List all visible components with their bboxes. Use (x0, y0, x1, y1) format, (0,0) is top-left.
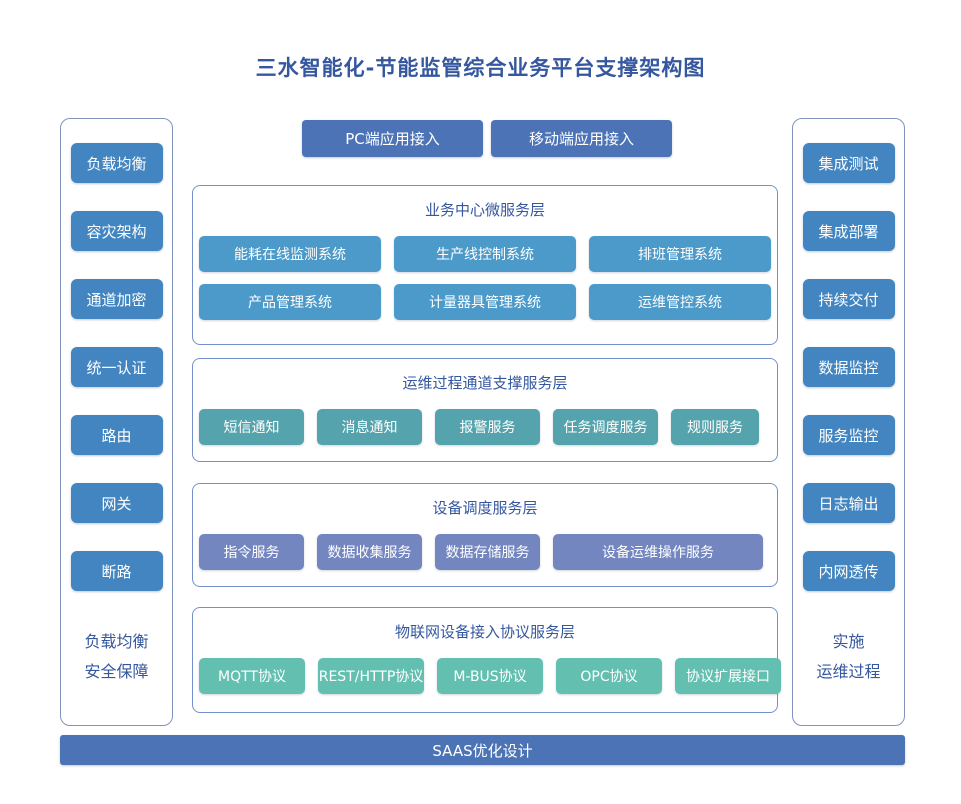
service-node[interactable]: 能耗在线监测系统 (199, 236, 381, 272)
left-panel-button[interactable]: 断路 (70, 551, 163, 591)
left-support-panel: 负载均衡容灾架构通道加密统一认证路由网关断路 负载均衡 安全保障 (60, 118, 173, 726)
layer-title: 物联网设备接入协议服务层 (394, 623, 575, 641)
right-panel-button[interactable]: 数据监控 (802, 347, 895, 387)
layer-business-microservices: 业务中心微服务层 能耗在线监测系统生产线控制系统排班管理系统 产品管理系统计量器… (192, 185, 778, 345)
right-panel-button[interactable]: 服务监控 (802, 415, 895, 455)
left-caption-line: 安全保障 (84, 662, 149, 681)
layer-row: 能耗在线监测系统生产线控制系统排班管理系统 (199, 236, 777, 272)
service-node[interactable]: 计量器具管理系统 (394, 284, 576, 320)
right-support-panel: 集成测试集成部署持续交付数据监控服务监控日志输出内网透传 实施 运维过程 (792, 118, 905, 726)
left-panel-button[interactable]: 统一认证 (70, 347, 163, 387)
left-panel-caption: 负载均衡 安全保障 (84, 627, 148, 687)
right-caption-line: 实施 (832, 632, 865, 651)
protocol-node[interactable]: 协议扩展接口 (675, 658, 781, 694)
left-panel-button[interactable]: 负载均衡 (70, 143, 163, 183)
service-node[interactable]: 报警服务 (435, 409, 540, 445)
left-caption-line: 负载均衡 (84, 632, 149, 651)
layer-device-scheduling: 设备调度服务层 指令服务数据收集服务数据存储服务设备运维操作服务 (192, 483, 778, 587)
layer-iot-protocol-access: 物联网设备接入协议服务层 MQTT协议 REST/HTTP协议 M-BUS协议 OPC… (192, 607, 781, 713)
service-node[interactable]: 运维管控系统 (589, 284, 771, 320)
right-panel-button[interactable]: 集成测试 (802, 143, 895, 183)
app-access-button[interactable]: PC端应用接入 (302, 120, 483, 157)
protocol-node[interactable]: OPC协议 (556, 658, 662, 694)
page-title: 三水智能化-节能监管综合业务平台支撑架构图 (255, 56, 706, 80)
right-panel-button[interactable]: 集成部署 (802, 211, 895, 251)
layer-ops-channel-support: 运维过程通道支撑服务层 短信通知消息通知报警服务任务调度服务规则服务 (192, 358, 778, 462)
service-node[interactable]: 排班管理系统 (589, 236, 771, 272)
app-access-row: PC端应用接入移动端应用接入 (302, 120, 672, 157)
layer-row: 产品管理系统计量器具管理系统运维管控系统 (199, 284, 777, 320)
service-node[interactable]: 生产线控制系统 (394, 236, 576, 272)
right-panel-button[interactable]: 内网透传 (802, 551, 895, 591)
layer-row: 指令服务数据收集服务数据存储服务设备运维操作服务 (199, 534, 777, 570)
layer-title: 设备调度服务层 (432, 499, 538, 517)
protocol-node[interactable]: REST/HTTP协议 (318, 658, 424, 694)
saas-footer-bar[interactable]: SAAS优化设计 (60, 735, 905, 765)
left-panel-button[interactable]: 路由 (70, 415, 163, 455)
protocol-node[interactable]: MQTT协议 (199, 658, 305, 694)
right-panel-button[interactable]: 日志输出 (802, 483, 895, 523)
service-node[interactable]: 数据存储服务 (435, 534, 540, 570)
right-caption-line: 运维过程 (816, 662, 881, 681)
service-node[interactable]: 消息通知 (317, 409, 422, 445)
service-node[interactable]: 任务调度服务 (553, 409, 658, 445)
left-panel-button[interactable]: 通道加密 (70, 279, 163, 319)
service-node[interactable]: 产品管理系统 (199, 284, 381, 320)
left-panel-button[interactable]: 网关 (70, 483, 163, 523)
protocol-node[interactable]: M-BUS协议 (437, 658, 543, 694)
left-panel-button[interactable]: 容灾架构 (70, 211, 163, 251)
service-node[interactable]: 数据收集服务 (317, 534, 422, 570)
layer-title: 业务中心微服务层 (424, 201, 545, 219)
service-node[interactable]: 指令服务 (199, 534, 304, 570)
right-panel-button[interactable]: 持续交付 (802, 279, 895, 319)
service-node[interactable]: 短信通知 (199, 409, 304, 445)
service-node[interactable]: 设备运维操作服务 (553, 534, 763, 570)
service-node[interactable]: 规则服务 (671, 409, 759, 445)
layer-row: 短信通知消息通知报警服务任务调度服务规则服务 (199, 409, 777, 445)
app-access-button[interactable]: 移动端应用接入 (491, 120, 672, 157)
layer-title: 运维过程通道支撑服务层 (402, 374, 568, 392)
right-panel-caption: 实施 运维过程 (816, 627, 880, 687)
layer-row: MQTT协议 REST/HTTP协议 M-BUS协议 OPC协议协议扩展接口 (199, 658, 781, 694)
